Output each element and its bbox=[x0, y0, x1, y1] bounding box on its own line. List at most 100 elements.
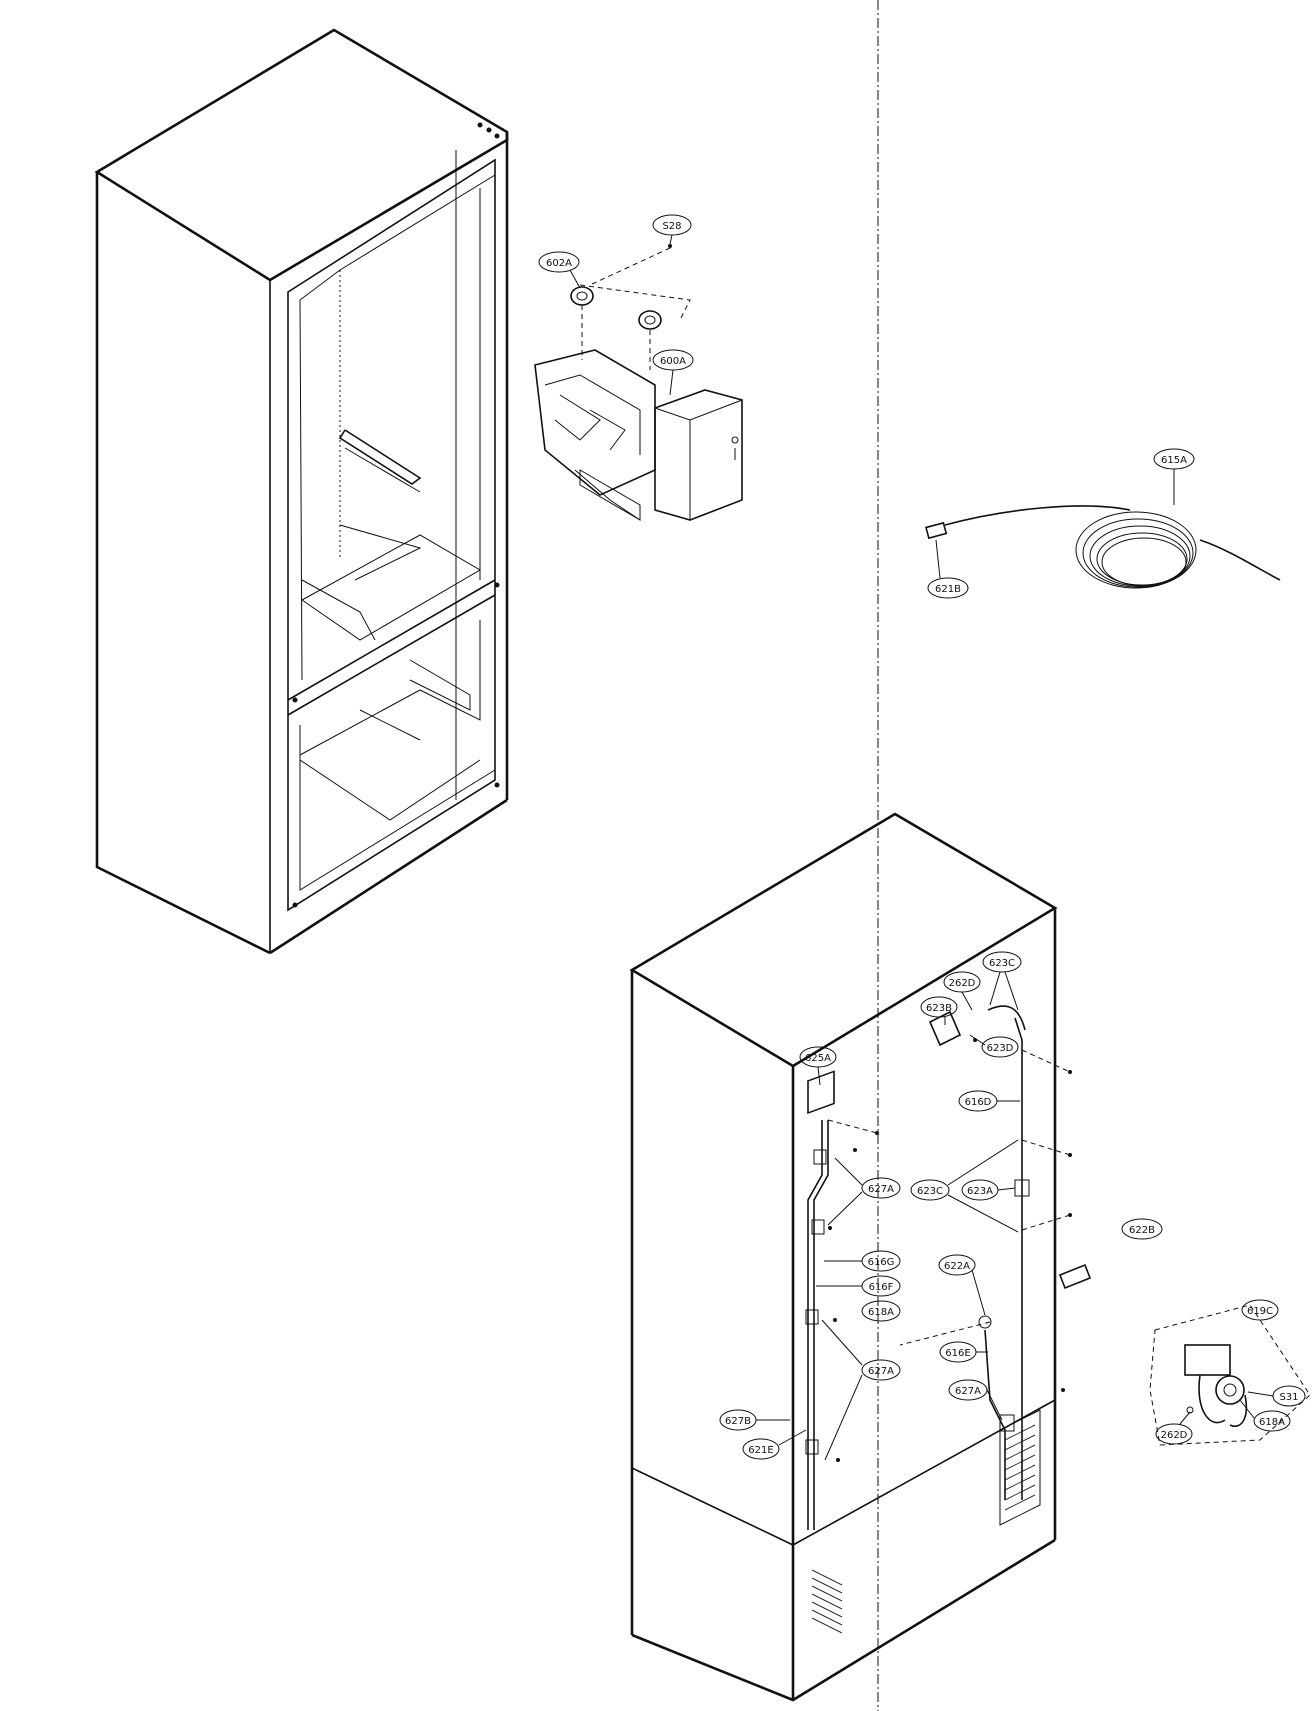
valve-box bbox=[807, 1070, 835, 1115]
tube-line bbox=[944, 505, 1131, 526]
callout-label: 623C bbox=[989, 958, 1015, 969]
screw bbox=[1068, 1070, 1072, 1074]
ice-maker-assembly bbox=[534, 284, 743, 521]
fresh-food-floor bbox=[301, 534, 481, 641]
tube-end bbox=[1199, 539, 1281, 581]
callout-label: 616G bbox=[868, 1257, 895, 1268]
callout-label: 621E bbox=[748, 1445, 773, 1456]
callout-label: 621B bbox=[935, 584, 961, 595]
callout-616D: 616D bbox=[958, 1090, 1020, 1112]
callout-262D-bottom: 262D bbox=[1155, 1411, 1193, 1445]
screw-hole bbox=[494, 782, 500, 788]
callout-627B: 627B bbox=[719, 1409, 790, 1431]
valve-tube bbox=[1229, 1394, 1248, 1427]
callout-615A: 615A bbox=[1153, 448, 1195, 505]
shelf-rail bbox=[338, 429, 422, 485]
screw bbox=[853, 1148, 857, 1152]
housing-mark bbox=[731, 436, 739, 444]
callout-616G: 616G bbox=[824, 1250, 901, 1272]
tube-616D bbox=[1014, 1017, 1023, 1500]
clip bbox=[805, 1439, 819, 1455]
callout-label: 627A bbox=[868, 1366, 894, 1377]
part-622A bbox=[978, 1315, 992, 1329]
tube-616F bbox=[813, 1120, 829, 1530]
callout-602A: 602A bbox=[538, 251, 581, 289]
callout-621E: 621E bbox=[742, 1429, 807, 1460]
guide bbox=[899, 1321, 991, 1346]
callout-627A-3: 627A bbox=[948, 1379, 1003, 1421]
screw bbox=[833, 1318, 837, 1322]
callout-label: 622B bbox=[1129, 1225, 1155, 1236]
callout-label: 619C bbox=[1247, 1306, 1273, 1317]
callout-618A-right: 618A bbox=[1239, 1399, 1291, 1432]
cabinet-divider-bottom bbox=[287, 594, 496, 716]
valve-solenoid bbox=[1215, 1375, 1245, 1405]
tube-616E bbox=[984, 1329, 1006, 1500]
valve-solenoid-center bbox=[1223, 1383, 1237, 1397]
tube-fitting bbox=[925, 521, 948, 540]
bail-arm bbox=[579, 469, 641, 521]
valve-screw bbox=[1186, 1406, 1194, 1414]
clip bbox=[811, 1219, 825, 1235]
callout-label: 602A bbox=[546, 258, 572, 269]
freezer-floor bbox=[299, 759, 481, 821]
callout-262D-top: 262D bbox=[943, 971, 981, 1011]
screw bbox=[1068, 1213, 1072, 1217]
vent-panel bbox=[999, 1409, 1041, 1526]
grommet-left-hole bbox=[576, 291, 588, 301]
screw-hole bbox=[494, 133, 500, 139]
callout-627A-2: 627A bbox=[821, 1319, 901, 1461]
callout-625A: 625A bbox=[799, 1046, 837, 1086]
rear-cabinet-top bbox=[629, 812, 1058, 1068]
cabinet-top-dashed bbox=[96, 171, 271, 281]
callout-label: 618A bbox=[1259, 1417, 1285, 1428]
callout-623C-top: 623C bbox=[982, 951, 1022, 1011]
tube-616G bbox=[807, 1120, 823, 1530]
cabinet-bottom-front bbox=[269, 798, 508, 955]
ice-maker-housing bbox=[654, 389, 743, 521]
water-supply-tube bbox=[925, 505, 1281, 589]
tube-coil bbox=[1075, 511, 1197, 589]
tube-coil bbox=[1082, 518, 1194, 588]
tube-coil bbox=[1096, 532, 1188, 586]
front-cabinet bbox=[94, 28, 509, 955]
floor-recess bbox=[301, 579, 376, 641]
callout-616E: 616E bbox=[939, 1341, 988, 1363]
liner-left bbox=[299, 299, 303, 681]
callout-label: S28 bbox=[662, 221, 681, 232]
callout-600A: 600A bbox=[652, 349, 694, 396]
callout-label: 618A bbox=[868, 1307, 894, 1318]
screw-hole bbox=[494, 582, 500, 588]
callout-label: 262D bbox=[1161, 1430, 1188, 1441]
callout-label: 616E bbox=[945, 1348, 970, 1359]
vent-grille-left bbox=[811, 1569, 843, 1634]
screw-hole bbox=[477, 122, 483, 128]
valve-body bbox=[1184, 1344, 1231, 1376]
freezer-liner bbox=[299, 725, 496, 891]
cabinet-divider-top bbox=[287, 579, 496, 701]
guide bbox=[1021, 1214, 1071, 1231]
freezer-rail bbox=[409, 659, 471, 711]
part-623B bbox=[928, 1010, 962, 1047]
callout-618A-left: 618A bbox=[861, 1300, 901, 1322]
ice-maker-tray bbox=[534, 349, 656, 496]
screw bbox=[836, 1458, 840, 1462]
cabinet-top-front bbox=[269, 139, 508, 281]
cabinet-top-face bbox=[94, 28, 509, 282]
cabinet-inner-frame bbox=[287, 158, 496, 912]
callout-623C-mid: 623C bbox=[910, 1139, 1019, 1233]
tray-cup bbox=[589, 409, 626, 451]
screw-guide bbox=[579, 284, 691, 321]
grommet-right-hole bbox=[644, 315, 656, 325]
callout-622B: 622B bbox=[1121, 1218, 1163, 1240]
callout-label: 627A bbox=[955, 1386, 981, 1397]
callout-616F: 616F bbox=[816, 1275, 901, 1297]
clip bbox=[999, 1414, 1015, 1432]
freezer-back bbox=[299, 620, 481, 756]
callout-623B: 623B bbox=[920, 996, 958, 1025]
clip bbox=[805, 1309, 819, 1325]
tray-ejector bbox=[574, 469, 641, 521]
tray-inner bbox=[544, 374, 641, 455]
screw-hole bbox=[292, 902, 298, 908]
callout-label: 616F bbox=[869, 1282, 894, 1293]
